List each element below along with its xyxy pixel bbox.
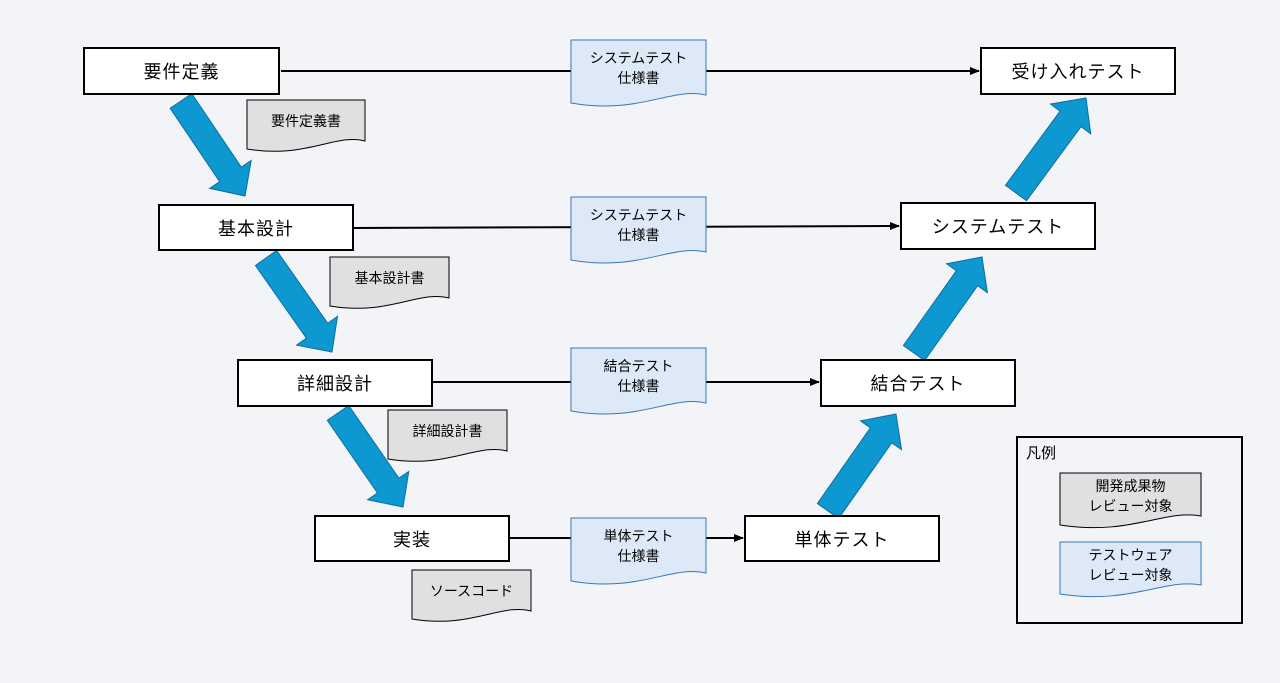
detailed-design-doc-label: 詳細設計書 <box>412 423 483 440</box>
source-code-doc-label: ソースコード <box>429 583 514 600</box>
legend-dev-item-label: 開発成果物 レビュー対象 <box>1088 479 1173 515</box>
acceptance-test-phase-box: 受け入れテスト <box>980 47 1176 95</box>
legend-test-item-label: テストウェア レビュー対象 <box>1088 548 1173 584</box>
legend-dev-item: 開発成果物 レビュー対象 <box>1059 472 1202 530</box>
flow-arrow-unit-to-integration <box>816 413 903 520</box>
system-test-spec-label: システムテスト 仕様書 <box>589 208 688 244</box>
legend-test-item: テストウェア レビュー対象 <box>1059 541 1202 599</box>
flow-arrow-requirements-to-basic <box>169 93 252 197</box>
system-test-spec: システムテスト 仕様書 <box>570 196 707 266</box>
legend: 凡例 開発成果物 レビュー対象 テストウェア レビュー対象 <box>1016 436 1243 624</box>
system-test-phase-box: システムテスト <box>900 202 1096 250</box>
implementation-phase-box: 実装 <box>314 515 510 562</box>
requirements-doc: 要件定義書 <box>246 99 366 154</box>
unit-test-spec: 単体テスト 仕様書 <box>570 517 707 587</box>
integration-test-spec: 結合テスト 仕様書 <box>570 347 707 417</box>
acceptance-test-spec-label: システムテスト 仕様書 <box>589 51 688 87</box>
integration-test-spec-label: 結合テスト 仕様書 <box>603 359 674 395</box>
integration-test-phase-box: 結合テスト <box>820 359 1016 407</box>
flow-arrow-basic-to-detailed <box>254 249 339 353</box>
basic-design-doc: 基本設計書 <box>329 256 450 311</box>
detailed-design-doc: 詳細設計書 <box>387 409 508 464</box>
detailed-design-phase-box: 詳細設計 <box>237 359 433 407</box>
unit-test-spec-label: 単体テスト 仕様書 <box>603 529 674 565</box>
legend-title: 凡例 <box>1026 444 1057 462</box>
flow-arrow-detailed-to-implementation <box>326 404 410 508</box>
basic-design-doc-label: 基本設計書 <box>354 270 425 287</box>
requirements-doc-label: 要件定義書 <box>271 113 341 130</box>
acceptance-test-spec: システムテスト 仕様書 <box>570 39 707 109</box>
basic-design-phase-box: 基本設計 <box>158 204 354 251</box>
source-code-doc: ソースコード <box>411 569 532 624</box>
unit-test-phase-box: 単体テスト <box>744 515 940 562</box>
requirements-phase-box: 要件定義 <box>83 47 280 95</box>
flow-arrow-integration-to-system <box>902 256 989 362</box>
flow-arrow-system-to-acceptance <box>1004 97 1092 202</box>
